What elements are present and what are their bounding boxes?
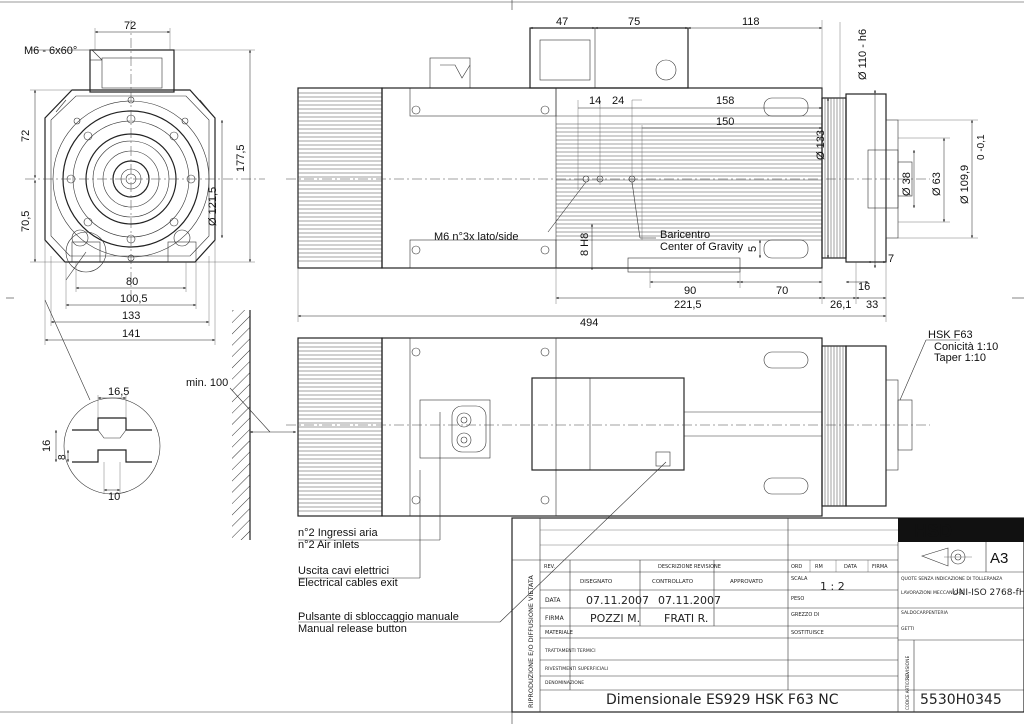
tb-iso: UNI-ISO 2768-fH xyxy=(952,588,1024,598)
tb-data: DATA xyxy=(545,597,561,604)
dim-109-9: Ø 109,9 xyxy=(959,165,971,204)
release-button-it: Pulsante di sbloccaggio manuale xyxy=(298,611,459,623)
release-button-en: Manual release button xyxy=(298,623,407,635)
tb-copyright-note: RIPRODUZIONE E/O DIFFUSIONE VIETATA xyxy=(527,575,535,708)
dim-72-side: 72 xyxy=(20,130,32,142)
dim-80: 80 xyxy=(126,276,138,288)
tb-name-1: POZZI M. xyxy=(590,612,640,625)
dim-109-tol: 0 -0,1 xyxy=(976,134,987,160)
dim-5: 5 xyxy=(747,246,759,252)
tb-sostituisce: SOSTITUISCE xyxy=(791,630,824,636)
tb-desc-rev: DESCRIZIONE REVISIONE xyxy=(658,564,721,570)
tb-disegnato: DISEGNATO xyxy=(580,579,613,585)
dim-110-h6: Ø 110 - h6 xyxy=(857,29,869,80)
tb-lavorazioni: LAVORAZIONI MECCANICHE xyxy=(901,590,963,596)
dim-33: 33 xyxy=(866,299,878,311)
tb-denominazione: DENOMINAZIONE xyxy=(545,680,584,686)
tb-getti: GETTI xyxy=(901,626,914,632)
conicity-label: Conicità 1:10 xyxy=(934,341,998,353)
tb-approvato: APPROVATO xyxy=(730,579,764,585)
title-block-texts: HSD A3 REV. DESCRIZIONE REVISIONE ORD RM… xyxy=(527,521,1024,710)
bottom-view xyxy=(286,337,960,623)
tb-firma-h: FIRMA xyxy=(872,564,888,570)
hsk-label: HSK F63 xyxy=(928,329,973,341)
tb-rm: RM xyxy=(815,564,823,570)
dim-38: Ø 38 xyxy=(901,172,913,196)
cables-exit-en: Electrical cables exit xyxy=(298,577,398,589)
dim-133: 133 xyxy=(122,310,140,322)
tb-saldocarpenteria: SALDOCARPENTERIA xyxy=(901,610,949,616)
slot-detail-view xyxy=(44,251,161,495)
dim-100-5: 100,5 xyxy=(120,293,148,305)
tb-drawing-title: Dimensionale ES929 HSK F63 NC xyxy=(606,692,839,708)
dim-8-h8: 8 H8 xyxy=(579,233,591,256)
dim-90: 90 xyxy=(684,285,696,297)
hsd-logo: HSD xyxy=(914,521,952,541)
air-inlets-en: n°2 Air inlets xyxy=(298,539,360,551)
tb-scale-value: 1 : 2 xyxy=(820,580,845,593)
wall-hatch xyxy=(229,310,296,540)
dim-70-5: 70,5 xyxy=(20,211,32,232)
tb-materiale: MATERIALE xyxy=(545,630,573,636)
dim-75: 75 xyxy=(628,16,640,28)
sheet-format: A3 xyxy=(990,550,1008,567)
dim-24: 24 xyxy=(612,95,624,107)
tb-tolleranze: QUOTE SENZA INDICAZIONE DI TOLLERANZA xyxy=(901,576,1003,582)
tb-firma: FIRMA xyxy=(545,615,565,622)
front-view xyxy=(25,20,265,300)
cog-label-en: Center of Gravity xyxy=(660,241,744,253)
tb-codice: CODICE ARTICOLO xyxy=(905,673,910,710)
m6-side-callout: M6 n°3x lato/side xyxy=(434,231,519,243)
dim-16: 16 xyxy=(41,440,53,452)
side-view-dimensions xyxy=(297,20,978,322)
tb-rivestimenti: RIVESTIMENTI SUPERFICIALI xyxy=(545,666,608,672)
tb-data-h: DATA xyxy=(844,564,857,570)
min-clearance-label: min. 100 xyxy=(186,377,228,389)
tb-peso: PESO xyxy=(791,596,804,602)
thread-callout: M6 - 6x60° xyxy=(24,45,77,57)
taper-label: Taper 1:10 xyxy=(934,352,986,364)
dim-118: 118 xyxy=(742,16,760,28)
dim-72-top: 72 xyxy=(124,20,136,32)
dim-177-5: 177,5 xyxy=(235,144,247,172)
title-block xyxy=(511,517,1024,713)
cables-exit-it: Uscita cavi elettrici xyxy=(298,565,389,577)
tb-date-2: 07.11.2007 xyxy=(658,594,721,607)
front-view-dimensions xyxy=(30,28,255,345)
tb-trattamenti: TRATTAMENTI TERMICI xyxy=(544,648,596,654)
tb-grezzo: GREZZO DI xyxy=(791,612,819,618)
dim-16-b: 16 xyxy=(858,281,870,293)
dim-158: 158 xyxy=(716,95,734,107)
dim-10: 10 xyxy=(108,491,120,503)
callout-texts: M6 - 6x60° M6 n°3x lato/side Baricentro … xyxy=(24,45,998,635)
tb-ord: ORD xyxy=(791,564,802,570)
tb-name-2: FRATI R. xyxy=(664,612,708,625)
dim-133-r: Ø 133 xyxy=(815,130,827,160)
cog-label-it: Baricentro xyxy=(660,229,710,241)
tb-revisione: REVISIONE xyxy=(905,656,911,680)
dim-70-b: 70 xyxy=(776,285,788,297)
dim-14: 14 xyxy=(589,95,601,107)
dim-150: 150 xyxy=(716,116,734,128)
dim-221-5: 221,5 xyxy=(674,299,702,311)
tb-controllato: CONTROLLATO xyxy=(652,579,694,585)
dim-47: 47 xyxy=(556,16,568,28)
air-inlets-it: n°2 Ingressi aria xyxy=(298,527,378,539)
tb-drawing-code: 5530H0345 xyxy=(920,692,1002,708)
dim-7: 7 xyxy=(888,253,894,265)
dim-16-5: 16,5 xyxy=(108,386,129,398)
tb-scala: SCALA xyxy=(791,576,808,582)
dim-141: 141 xyxy=(122,328,140,340)
tb-date-1: 07.11.2007 xyxy=(586,594,649,607)
dim-8: 8 xyxy=(57,454,68,460)
side-view xyxy=(286,27,930,273)
dim-26-1: 26,1 xyxy=(830,299,851,311)
dimension-texts: 72 72 70,5 177,5 Ø 121,5 80 100,5 133 14… xyxy=(20,16,987,503)
tb-rev: REV. xyxy=(544,564,555,570)
dim-494: 494 xyxy=(580,317,598,329)
dim-121-5: Ø 121,5 xyxy=(207,187,219,226)
dim-63: Ø 63 xyxy=(931,172,943,196)
